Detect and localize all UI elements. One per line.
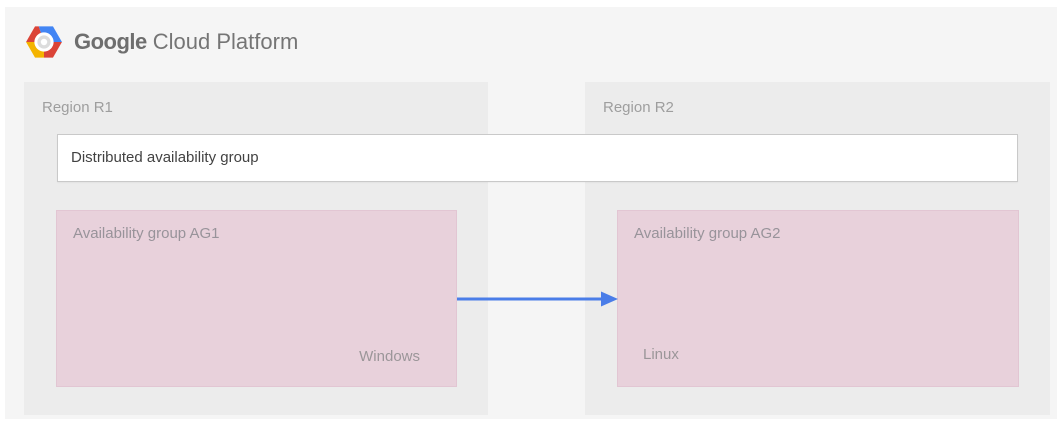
replication-arrow-icon <box>457 291 618 307</box>
gcp-hexagon-icon <box>26 26 62 58</box>
linux-os-label: Linux <box>643 346 679 363</box>
distributed-availability-group-label: Distributed availability group <box>71 149 259 166</box>
availability-group-ag1-label: Availability group AG1 <box>73 225 220 242</box>
availability-group-ag1-box: Availability group AG1 Windows <box>56 210 457 387</box>
availability-group-ag2-label: Availability group AG2 <box>634 225 781 242</box>
distributed-availability-group-box: Distributed availability group <box>57 134 1018 182</box>
availability-group-ag2-box: Availability group AG2 Linux <box>617 210 1019 387</box>
region-r2-label: Region R2 <box>603 99 674 116</box>
logo-brand-text: Google <box>74 29 147 54</box>
region-r1-label: Region R1 <box>42 99 113 116</box>
logo-product-text: Cloud Platform <box>152 29 299 54</box>
windows-os-label: Windows <box>359 348 420 365</box>
